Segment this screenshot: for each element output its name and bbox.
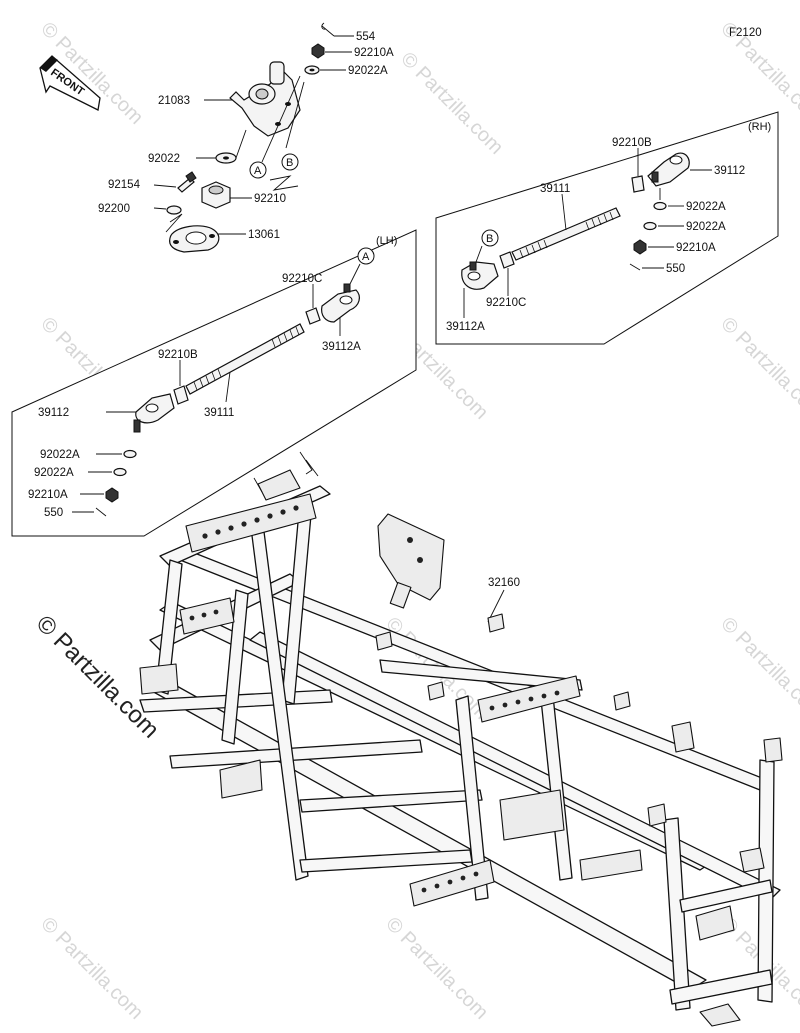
nut-icon (311, 43, 325, 59)
callout-b-circle (481, 229, 499, 247)
cotter-pin-icon (629, 263, 641, 271)
nut-icon (631, 175, 645, 193)
label-rh-92022A: 92022A (686, 201, 726, 213)
label-92210: 92210 (254, 193, 286, 205)
label-lh-39112: 39112 (38, 407, 69, 419)
label-92154: 92154 (108, 179, 141, 191)
rh-callout-b: B (486, 233, 493, 245)
label-554: 554 (356, 31, 376, 43)
washer-icon (113, 467, 127, 477)
frame-holes (189, 505, 560, 893)
nut-icon (305, 307, 321, 325)
label-32160: 32160 (488, 577, 520, 589)
label-rh-92210A: 92210A (676, 242, 716, 254)
label-92200: 92200 (98, 203, 130, 215)
nut-icon (499, 251, 515, 269)
frame-assembly: 32160 (139, 451, 783, 1027)
watermark: © Partzilla.com (716, 613, 800, 724)
label-13061: 13061 (248, 229, 280, 241)
label-rh-92022A-2: 92022A (686, 221, 726, 233)
label-lh-550: 550 (44, 507, 63, 519)
tie-rod-icon (185, 323, 305, 395)
lh-callout-a: A (362, 251, 370, 263)
label-rh-39112A: 39112A (446, 321, 485, 333)
washer-icon (166, 205, 182, 215)
nut-icon (105, 487, 119, 503)
label-rh-39112: 39112 (714, 165, 745, 177)
washer-icon (653, 201, 667, 211)
label-rh-92210C: 92210C (486, 297, 526, 309)
callout-b: B (286, 157, 293, 169)
label-lh-92022A-2: 92022A (34, 467, 74, 479)
label-rh-550: 550 (666, 263, 685, 275)
lh-panel-border (11, 229, 417, 537)
rh-tie-rod-panel: (RH) 39111 92210B 39112 92022A 92022A (435, 111, 779, 345)
label-92022A-top: 92022A (348, 65, 388, 77)
label-lh-92210A: 92210A (28, 489, 68, 501)
nut-icon (633, 239, 647, 255)
lh-group-label: (LH) (376, 235, 397, 247)
watermark: © Partzilla.com (381, 913, 492, 1024)
callout-a-circle (249, 161, 267, 179)
washer-icon (123, 449, 137, 459)
watermark: © Partzilla.com (396, 48, 507, 159)
label-lh-39111: 39111 (204, 407, 234, 419)
callout-a: A (254, 165, 262, 177)
rh-group-label: (RH) (748, 121, 771, 133)
label-lh-39112A: 39112A (322, 341, 361, 353)
label-92210A-top: 92210A (354, 47, 394, 59)
washer-icon (643, 221, 657, 231)
callout-a-circle (357, 247, 375, 265)
cotter-pin-icon (321, 22, 335, 37)
lh-tie-rod-panel: (LH) A 39112A 92210C 39111 92210B (11, 229, 417, 537)
label-rh-39111: 39111 (540, 183, 570, 195)
watermark: © Partzilla.com (36, 913, 147, 1024)
label-lh-92022A: 92022A (40, 449, 80, 461)
watermark: © Partzilla.com (716, 313, 800, 424)
label-92022: 92022 (148, 153, 180, 165)
label-lh-92210C: 92210C (282, 273, 322, 285)
label-lh-92210B: 92210B (158, 349, 198, 361)
callout-b-circle (281, 153, 299, 171)
steering-post-cluster: 554 92210A 92022A 21083 A B 92022 (98, 22, 394, 253)
diagram-code: F2120 (729, 27, 762, 39)
cotter-pin-icon (95, 507, 107, 517)
nut-icon (173, 385, 189, 405)
label-21083: 21083 (158, 95, 190, 107)
label-rh-92210B: 92210B (612, 137, 652, 149)
